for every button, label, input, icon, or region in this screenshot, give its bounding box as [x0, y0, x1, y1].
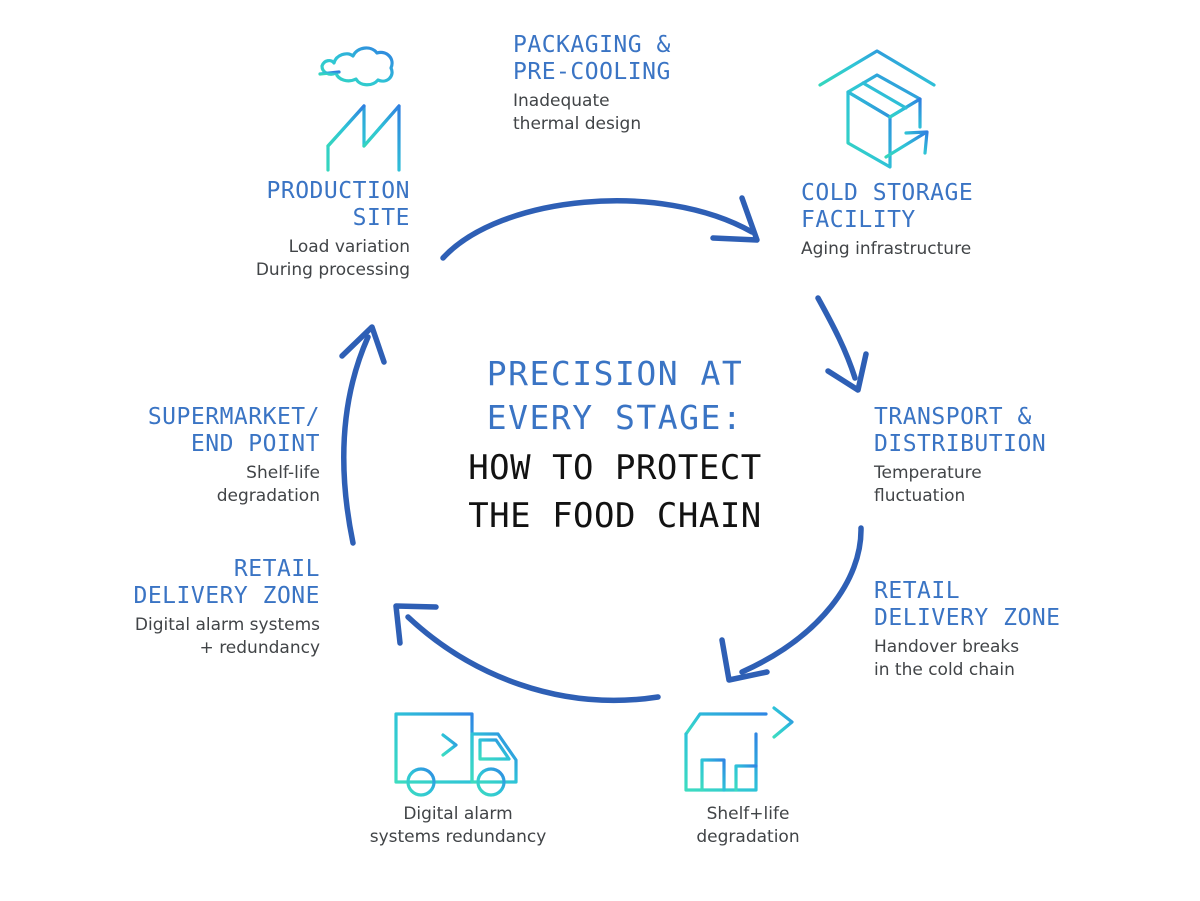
bottom-caption-store-outflow: Shelf+life degradation — [658, 803, 838, 849]
stage-retail-delivery-zone-left: RETAIL DELIVERY ZONE Digital alarm syste… — [60, 556, 320, 660]
stage-retail-delivery-zone-left-title: RETAIL DELIVERY ZONE — [133, 556, 320, 609]
factory-icon — [298, 28, 428, 178]
stage-production-site: PRODUCTION SITE Load variation During pr… — [175, 178, 410, 282]
arrow-transport-to-retail — [719, 525, 864, 683]
center-title: PRECISION AT EVERY STAGE: HOW TO PROTECT… — [420, 352, 810, 540]
arrow-cold-storage-to-transport — [815, 295, 869, 393]
stage-retail-delivery-zone-right-subtitle: Handover breaks in the cold chain — [874, 637, 1020, 680]
stage-retail-delivery-zone-right: RETAIL DELIVERY ZONE Handover breaks in … — [874, 578, 1144, 682]
stage-retail-delivery-zone-right-title: RETAIL DELIVERY ZONE — [874, 578, 1061, 631]
center-title-black-line: HOW TO PROTECT THE FOOD CHAIN — [468, 448, 762, 536]
bottom-caption-delivery-truck: Digital alarm systems redundancy — [338, 803, 578, 849]
stage-cold-storage-facility-subtitle: Aging infrastructure — [801, 239, 972, 259]
bottom-caption-store-outflow-text: Shelf+life degradation — [696, 804, 800, 847]
stage-transport-distribution-subtitle: Temperature fluctuation — [874, 463, 982, 506]
stage-cold-storage-facility: COLD STORAGE FACILITY Aging infrastructu… — [801, 180, 1081, 261]
stage-supermarket-end-point-title: SUPERMARKET/ END POINT — [147, 404, 320, 457]
stage-packaging-pre-cooling: PACKAGING & PRE-COOLING Inadequate therm… — [513, 32, 773, 136]
arrow-retail-to-supermarket — [393, 603, 661, 704]
center-title-blue-line: PRECISION AT EVERY STAGE: — [486, 354, 744, 437]
stage-production-site-title: PRODUCTION SITE — [266, 178, 410, 231]
stage-production-site-subtitle: Load variation During processing — [255, 237, 410, 280]
stage-supermarket-end-point: SUPERMARKET/ END POINT Shelf-life degrad… — [60, 404, 320, 508]
stage-packaging-pre-cooling-title: PACKAGING & PRE-COOLING — [513, 32, 671, 85]
arrow-supermarket-to-production — [339, 324, 387, 546]
bottom-caption-delivery-truck-text: Digital alarm systems redundancy — [369, 804, 547, 847]
delivery-truck-icon — [390, 704, 526, 800]
stage-transport-distribution: TRANSPORT & DISTRIBUTION Temperature flu… — [874, 404, 1134, 508]
stage-cold-storage-facility-title: COLD STORAGE FACILITY — [801, 180, 974, 233]
stage-transport-distribution-title: TRANSPORT & DISTRIBUTION — [874, 404, 1047, 457]
warehouse-box-icon — [808, 45, 948, 177]
stage-retail-delivery-zone-left-subtitle: Digital alarm systems + redundancy — [134, 615, 320, 658]
arrow-production-to-cold-storage — [440, 195, 760, 261]
stage-packaging-pre-cooling-subtitle: Inadequate thermal design — [513, 91, 642, 134]
store-arrow-icon — [678, 704, 798, 800]
stage-supermarket-end-point-subtitle: Shelf-life degradation — [216, 463, 320, 506]
